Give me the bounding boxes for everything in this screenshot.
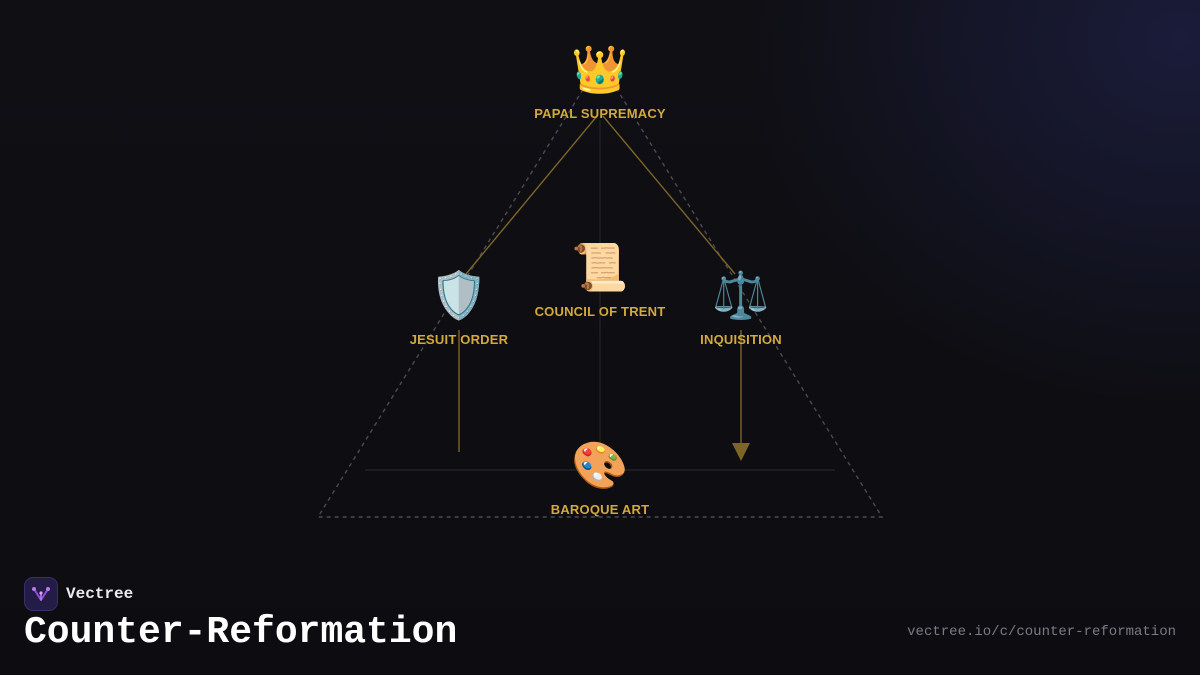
edge-papal-jesuit (465, 115, 598, 275)
page-title: Counter-Reformation (24, 611, 458, 654)
node-label: BAROQUE ART (550, 502, 650, 517)
node-baroque-art[interactable]: 🎨 BAROQUE ART (500, 438, 700, 517)
brand[interactable]: Vectree (24, 577, 133, 611)
node-label: PAPAL SUPREMACY (534, 106, 666, 121)
shield-icon: 🛡️ (430, 270, 488, 321)
node-label: INQUISITION (700, 332, 782, 347)
node-inquisition[interactable]: ⚖️ INQUISITION (641, 268, 841, 347)
vectree-logo-icon (24, 577, 58, 611)
arrowhead-inquisition (732, 443, 750, 461)
brand-name: Vectree (66, 585, 134, 603)
triangle-frame (316, 60, 884, 518)
node-label: COUNCIL OF TRENT (534, 304, 666, 319)
node-council-of-trent[interactable]: 📜 COUNCIL OF TRENT (500, 240, 700, 319)
crown-icon: 👑 (571, 44, 629, 95)
page-url[interactable]: vectree.io/c/counter-reformation (907, 624, 1176, 640)
edge-papal-inquisition (602, 115, 736, 275)
scales-icon: ⚖️ (712, 270, 770, 321)
palette-icon: 🎨 (571, 440, 629, 491)
node-jesuit-order[interactable]: 🛡️ JESUIT ORDER (359, 268, 559, 347)
node-label: JESUIT ORDER (409, 332, 509, 347)
node-papal-supremacy[interactable]: 👑 PAPAL SUPREMACY (500, 42, 700, 121)
scroll-icon: 📜 (571, 242, 629, 293)
